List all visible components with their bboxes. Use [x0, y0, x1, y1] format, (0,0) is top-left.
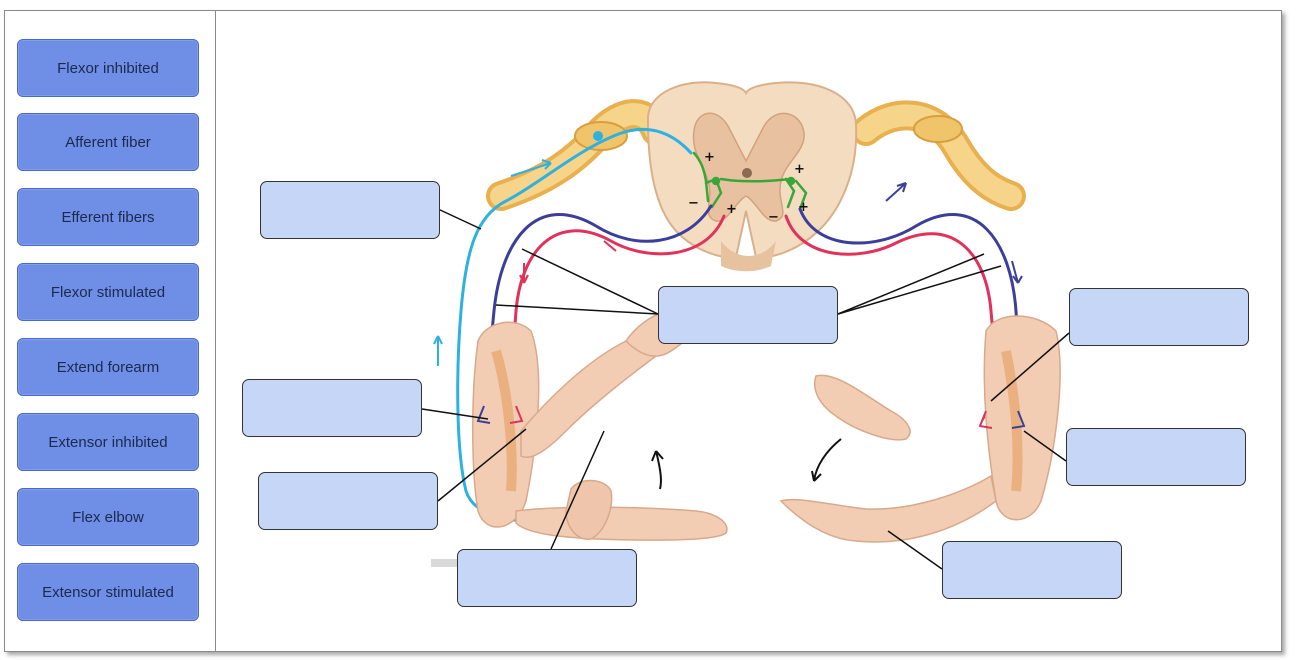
right-arm: [779, 315, 1061, 543]
arrow-afferent-top: [510, 162, 552, 177]
label-chip-extensor-stimulated[interactable]: Extensor stimulated: [17, 563, 199, 621]
sign-minus-1: −: [688, 196, 699, 211]
label-chip-flexor-inhibited[interactable]: Flexor inhibited: [17, 39, 199, 97]
sign-plus-3: +: [794, 162, 805, 177]
right-forearm: [779, 474, 997, 543]
right-ganglion: [913, 115, 963, 143]
arrow-efferent-center: [603, 240, 617, 252]
sign-plus-4: +: [798, 200, 809, 215]
direction-arrows: [433, 159, 1023, 366]
left-arm: [472, 308, 728, 541]
leader-lines: [421, 208, 1070, 570]
drop-target-4[interactable]: [242, 379, 422, 437]
reflex-diagram: + + + + − −: [421, 81, 1070, 570]
label-chip-flexor-stimulated[interactable]: Flexor stimulated: [17, 263, 199, 321]
interneurons: [692, 151, 808, 211]
drop-target-2[interactable]: [658, 286, 838, 344]
label-bank: Flexor inhibited Afferent fiber Efferent…: [5, 11, 216, 651]
sign-minus-2: −: [768, 210, 779, 225]
afferent-cell-body: [593, 131, 603, 141]
label-chip-efferent-fibers[interactable]: Efferent fibers: [17, 188, 199, 246]
sign-plus-1: +: [704, 150, 715, 165]
label-chip-extend-forearm[interactable]: Extend forearm: [17, 338, 199, 396]
diagram-canvas: + + + + − −: [216, 11, 1281, 651]
drop-target-3[interactable]: [1069, 288, 1249, 346]
drop-target-1[interactable]: [260, 181, 440, 239]
neuromuscular-junctions: [476, 405, 1026, 429]
drop-target-7[interactable]: [942, 541, 1122, 599]
synapse-signs: + + + + − −: [688, 150, 809, 225]
drop-target-6[interactable]: [258, 472, 438, 530]
exercise-frame: Flexor inhibited Afferent fiber Efferent…: [4, 10, 1282, 652]
left-lower-forearm: [515, 506, 728, 541]
drop-target-5[interactable]: [1066, 428, 1246, 486]
arrow-efferent-right-top: [885, 182, 907, 202]
drop-target-8[interactable]: [457, 549, 637, 607]
afferent-fiber-path: [456, 127, 693, 525]
spinal-cord: [646, 81, 858, 272]
gripping-hand: [565, 479, 613, 540]
label-chip-extensor-inhibited[interactable]: Extensor inhibited: [17, 413, 199, 471]
central-canal: [742, 168, 752, 178]
label-chip-flex-elbow[interactable]: Flex elbow: [17, 488, 199, 546]
sign-plus-2: +: [726, 202, 737, 217]
arrow-efferent-right-side: [1011, 260, 1019, 284]
label-chip-afferent-fiber[interactable]: Afferent fiber: [17, 113, 199, 171]
